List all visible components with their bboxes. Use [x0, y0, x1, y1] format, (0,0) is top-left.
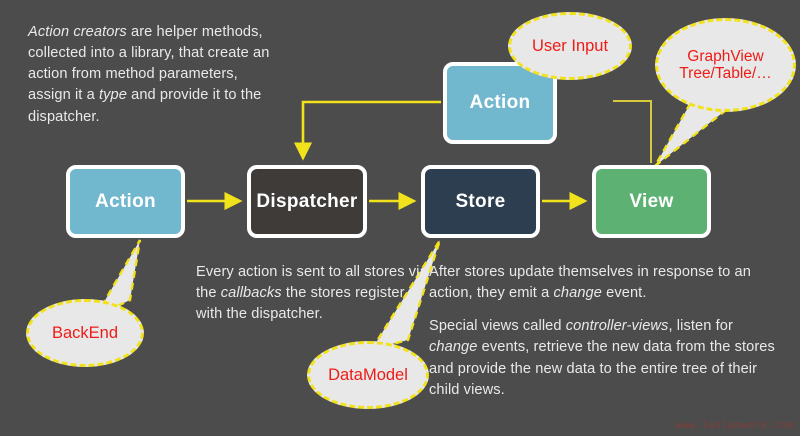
intro-italic-type: type: [98, 87, 127, 104]
watermark: www.lanlanwork.com: [675, 421, 794, 432]
right-paragraph-2: Special views called controller-views, l…: [429, 316, 779, 401]
mid-part2: the stores register with the dispatcher.: [196, 285, 405, 323]
intro-paragraph: Action creators are helper methods, coll…: [28, 22, 278, 128]
right-p2-part3: events, retrieve the new data from the s…: [429, 339, 775, 398]
node-action-left[interactable]: Action: [66, 165, 185, 238]
right-p1-part1: After stores update themselves in respon…: [429, 264, 751, 302]
right-p2-part1: Special views called: [429, 318, 566, 335]
right-paragraph-1: After stores update themselves in respon…: [429, 262, 779, 304]
callout-datamodel[interactable]: DataModel: [307, 341, 429, 409]
edge-action-top-to-dispatcher: [293, 100, 441, 161]
edge-view-feedback: [613, 100, 652, 163]
callout-tail-graphview: [653, 102, 729, 167]
intro-rest: are helper methods, collected into a lib…: [28, 24, 270, 104]
callout-backend[interactable]: BackEnd: [26, 299, 144, 367]
dispatcher-paragraph: Every action is sent to all stores via t…: [196, 262, 432, 325]
right-p2-italic-controller-views: controller-views: [565, 318, 669, 335]
callout-graphview-line1: GraphView: [687, 47, 764, 65]
node-view[interactable]: View: [592, 165, 711, 238]
right-p2-part2: , listen for: [668, 318, 733, 335]
node-store[interactable]: Store: [421, 165, 540, 238]
right-p1-italic-change: change: [553, 285, 602, 302]
mid-part1: Every action is sent to all stores via t…: [196, 264, 428, 302]
right-p1-part2: event.: [601, 285, 647, 302]
right-p2-italic-change: change: [429, 339, 478, 356]
callout-user-input[interactable]: User Input: [508, 12, 632, 80]
store-view-paragraphs: After stores update themselves in respon…: [429, 262, 779, 401]
callout-graphview-line2: Tree/Table/…: [679, 65, 772, 82]
callout-graphview[interactable]: GraphView Tree/Table/…: [655, 18, 796, 112]
intro-lead-italic: Action creators: [28, 24, 127, 40]
intro-tail: and provide it to the dispatcher.: [28, 87, 262, 125]
node-dispatcher[interactable]: Dispatcher: [247, 165, 367, 238]
mid-italic-callbacks: callbacks: [220, 285, 282, 302]
callout-graphview-text: GraphView Tree/Table/…: [679, 48, 771, 83]
